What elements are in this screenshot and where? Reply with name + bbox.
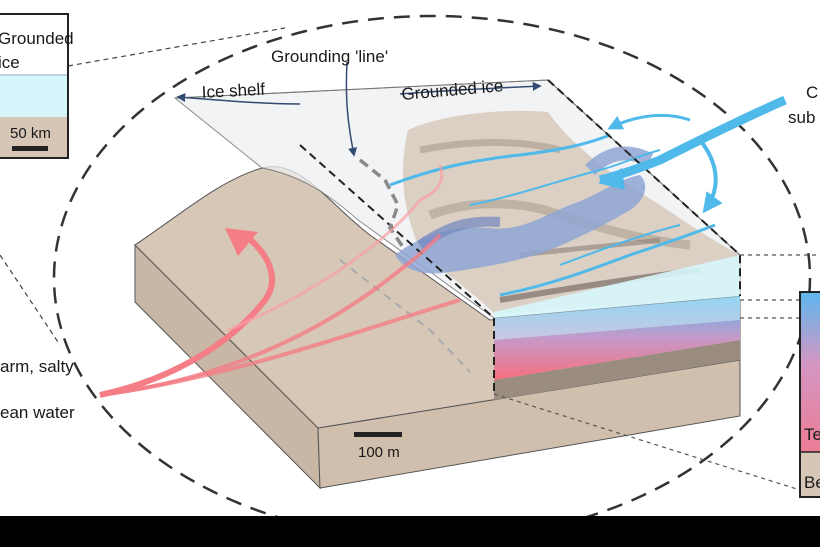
inset-scale-bar xyxy=(12,146,48,151)
ice-shelf-arrow xyxy=(176,93,301,105)
zoom-line xyxy=(0,254,61,346)
warm-water-label-1: arm, salty xyxy=(0,357,74,376)
bottom-band xyxy=(0,516,820,547)
right-inset-profile: Te Be xyxy=(799,291,820,498)
main-scale-bar xyxy=(354,432,402,437)
meltwater-arrows xyxy=(598,95,787,214)
subglacial-label-1: C xyxy=(806,83,818,102)
warm-water-label-2: ean water xyxy=(0,403,75,422)
zoom-line xyxy=(493,393,801,491)
grounding-line-path xyxy=(358,158,407,251)
main-scale-label: 100 m xyxy=(358,444,400,461)
subglacial-label-2: sub xyxy=(788,108,815,127)
inset-bed-label: Be xyxy=(804,473,820,492)
left-inset-map: Grounded ice 50 km xyxy=(0,13,74,159)
inset-grounded-label: Grounded xyxy=(0,29,74,48)
ice-surface xyxy=(173,79,741,319)
grounded-ice-arrow xyxy=(399,81,542,95)
ice-shelf-label: Ice shelf xyxy=(201,80,265,102)
grounding-line-label: Grounding 'line' xyxy=(271,47,388,66)
grounded-area-frame xyxy=(547,79,741,296)
subglacial-channel xyxy=(395,175,646,274)
inset-temp-label: Te xyxy=(804,425,820,444)
grounding-line-pointer xyxy=(345,61,358,157)
zoom-line xyxy=(67,27,286,67)
inset-ice-label: ice xyxy=(0,53,20,72)
warm-water-arrows xyxy=(99,164,461,398)
inset-scale-label: 50 km xyxy=(10,125,51,142)
